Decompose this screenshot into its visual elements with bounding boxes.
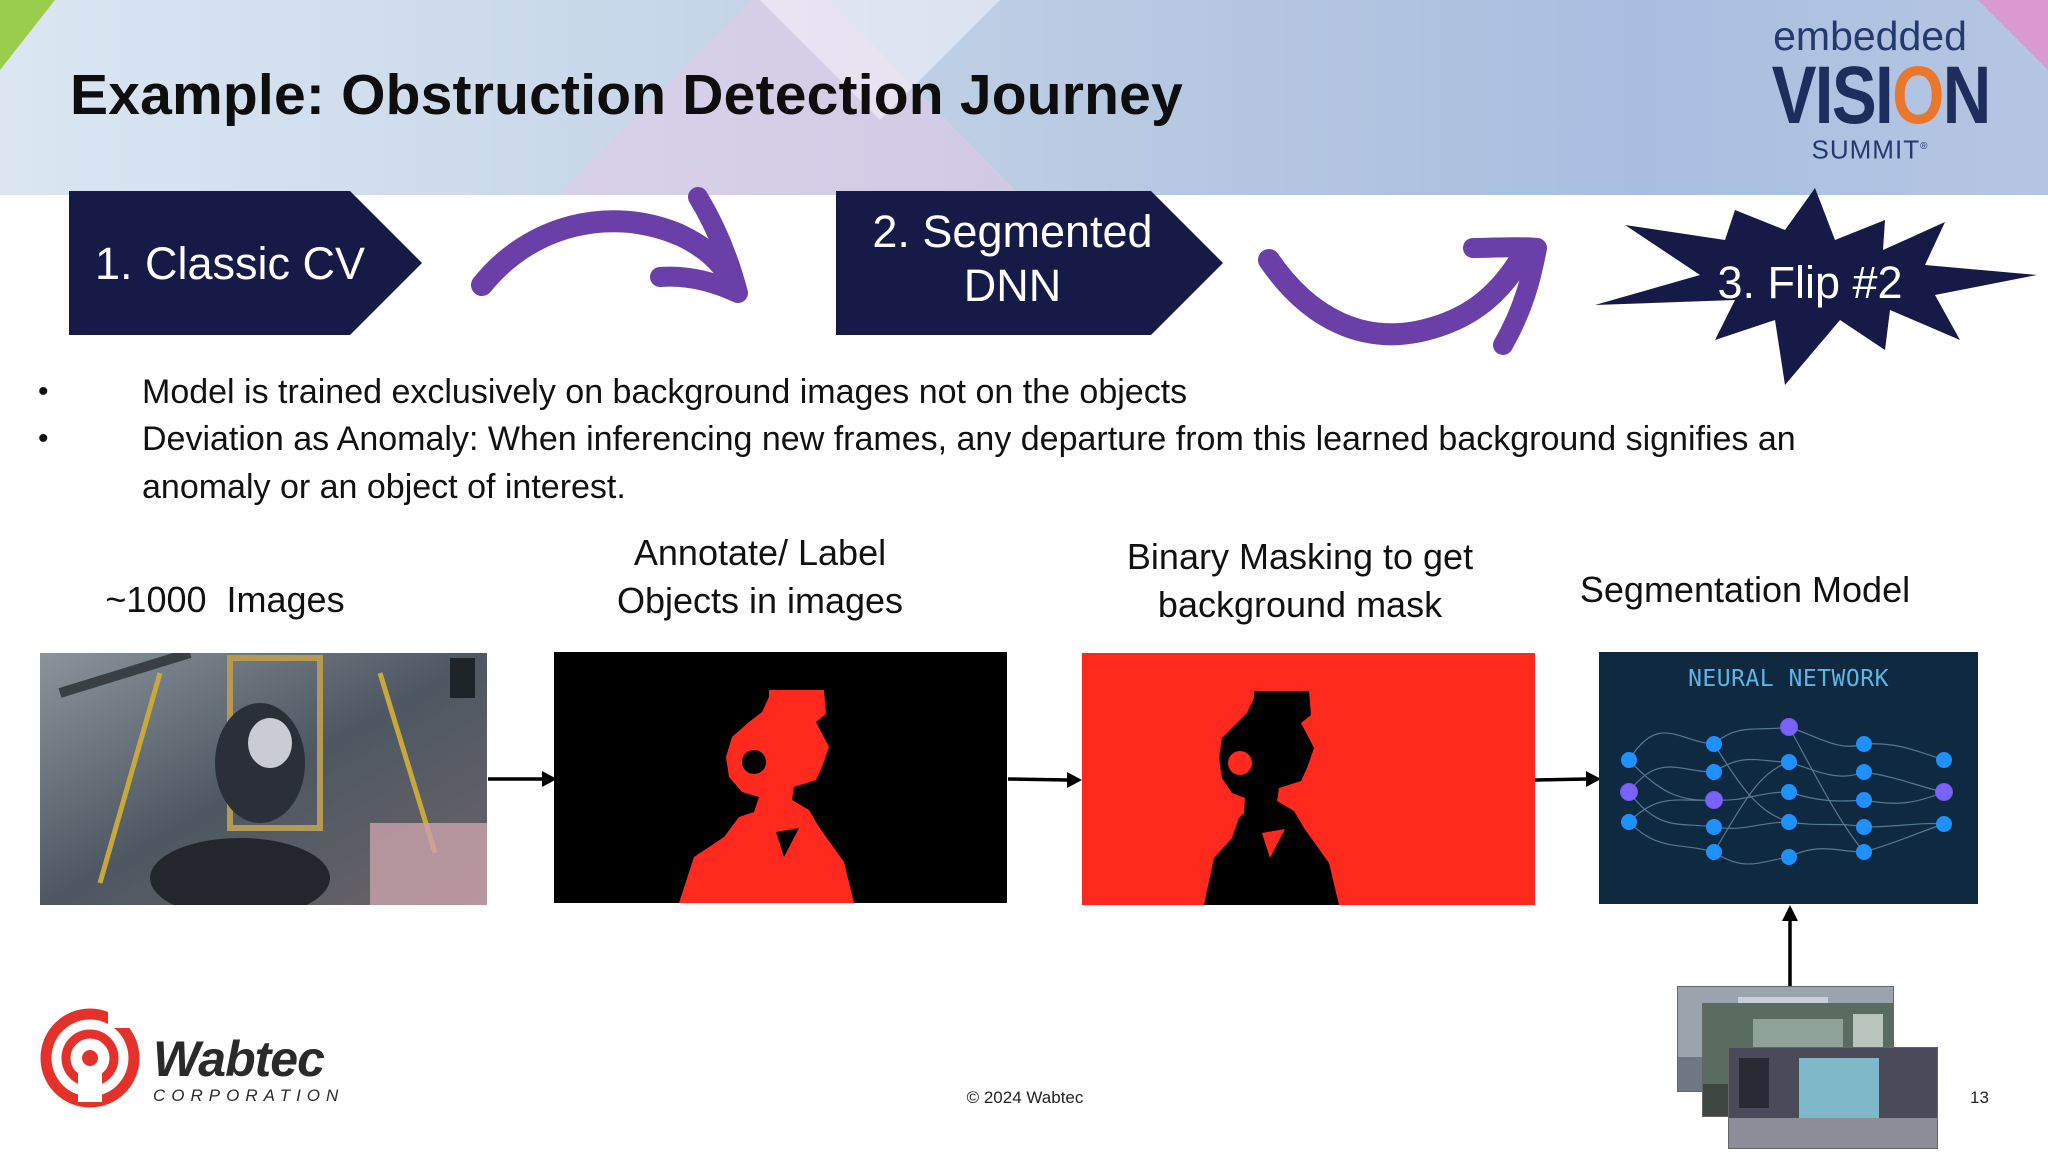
step-3-starburst: [1595, 188, 2037, 385]
curved-arrow-1: [471, 187, 748, 303]
bullet-text: Model is trained exclusively on backgrou…: [142, 373, 1188, 411]
wabtec-logo: Wabtec CORPORATION: [38, 1004, 338, 1117]
logo-vision-o: O: [1892, 50, 1944, 141]
camera-image-illustration: [40, 653, 487, 905]
column-label-segmentation: Segmentation Model: [1540, 566, 1950, 614]
step-2-label-line1: 2. Segmented: [872, 206, 1153, 257]
bullet-text: Deviation as Anomaly: When inferencing n…: [142, 420, 1796, 506]
bullet-dot: •: [38, 422, 49, 455]
wabtec-name: Wabtec: [153, 1031, 325, 1087]
footer-copyright: © 2024 Wabtec: [966, 1088, 1084, 1107]
decor-triangle: [760, 0, 1000, 120]
step-1-label: 1. Classic CV: [94, 238, 366, 289]
connector-arrow-2: [1008, 772, 1082, 788]
step-3-label: 3. Flip #2: [1717, 257, 1903, 308]
connector-arrow-1: [488, 771, 557, 787]
header-band: [0, 0, 2048, 195]
column-label-binary-mask: Binary Masking to get background mask: [1080, 533, 1520, 629]
connector-arrow-up: [1782, 905, 1798, 987]
step-1-shape: [69, 191, 422, 335]
connector-arrow-3: [1535, 771, 1601, 787]
curved-arrow-2: [1258, 237, 1547, 355]
column-label-annotate: Annotate/ Label Objects in images: [560, 529, 960, 625]
decor-triangle: [560, 0, 1020, 195]
neural-network-diagram: [1620, 718, 1953, 865]
column-label-images: ~1000 Images: [60, 576, 390, 624]
wabtec-emblem-icon: [40, 1008, 140, 1108]
step-2-label: 2. Segmented DNN: [840, 205, 1185, 313]
training-frame-thumbnail: [1728, 1047, 1938, 1149]
step-2-shape: [836, 191, 1223, 335]
logo-line-vision: VISION: [1772, 55, 1992, 137]
embedded-vision-summit-logo: embedded VISION SUMMIT®: [1750, 13, 1992, 163]
step-2-label-line2: DNN: [963, 260, 1062, 311]
neural-network-title: NEURAL NETWORK: [1688, 666, 1889, 692]
bullet-dot: •: [38, 375, 49, 408]
page-number: 13: [1970, 1088, 1989, 1107]
column-label-annotate-line2: Objects in images: [616, 580, 904, 621]
frame-illustration: [1729, 1048, 1937, 1148]
column-label-annotate-line1: Annotate/ Label: [633, 532, 887, 573]
logo-vision-text: VISI: [1771, 50, 1894, 141]
logo-line-summit: SUMMIT®: [1750, 134, 1990, 163]
corner-accent-pink: [1978, 0, 2048, 70]
corner-accent-green: [0, 0, 55, 70]
object-silhouette-black: [1204, 691, 1339, 905]
neural-network-panel: NEURAL NETWORK: [1599, 652, 1978, 904]
column-label-binary-mask-line1: Binary Masking to get: [1126, 536, 1474, 577]
logo-trademark: ®: [1920, 141, 1929, 152]
column-label-images-text: ~1000 Images: [105, 579, 345, 620]
camera-image-panel: [40, 653, 487, 905]
logo-line-embedded: embedded: [1773, 13, 1967, 59]
slide-title: Example: Obstruction Detection Journey: [70, 63, 1183, 127]
logo-summit-text: SUMMIT: [1811, 134, 1921, 165]
logo-vision-n: N: [1942, 50, 1992, 141]
wabtec-corporation: CORPORATION: [153, 1086, 345, 1105]
column-label-binary-mask-line2: background mask: [1157, 584, 1443, 625]
object-silhouette-red: [679, 690, 854, 903]
background-mask-panel: [1082, 653, 1535, 905]
column-label-segmentation-text: Segmentation Model: [1579, 569, 1911, 610]
annotation-mask-panel: [554, 652, 1007, 903]
